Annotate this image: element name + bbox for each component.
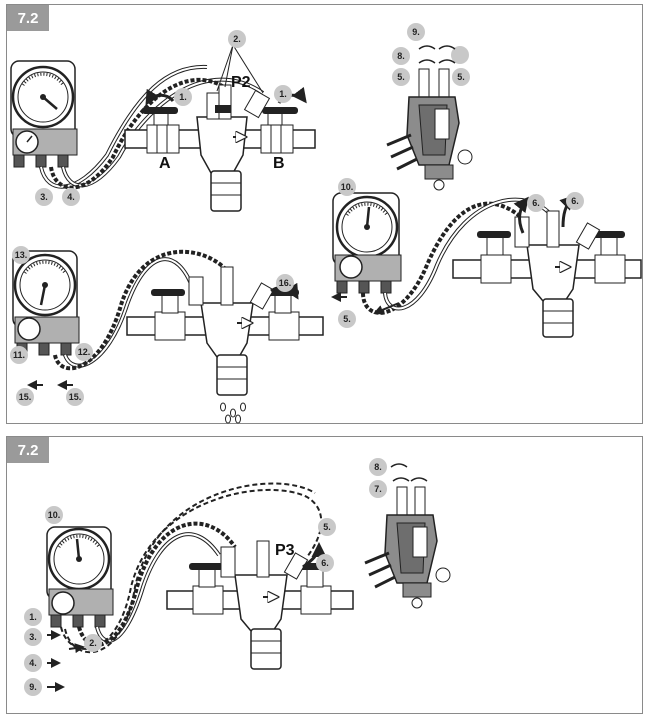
- step-badge-5-left: 5.: [392, 68, 410, 86]
- instruction-panel-top: 7.2: [6, 4, 643, 424]
- instruction-panel-bottom: 7.2: [6, 436, 643, 714]
- svg-text:3.: 3.: [29, 632, 37, 642]
- step-badge-15-left: 15.: [16, 388, 34, 406]
- svg-text:10.: 10.: [341, 182, 354, 192]
- svg-text:5.: 5.: [397, 72, 405, 82]
- step-badge-2: 2.: [84, 634, 102, 652]
- svg-text:9.: 9.: [29, 682, 37, 692]
- step-badge-16: 16.: [276, 274, 294, 292]
- step-badge-4: 4.: [62, 188, 80, 206]
- section-tag: 7.2: [7, 437, 49, 463]
- figure-vent-gauge: 10. 6. 6. 5.: [331, 178, 642, 338]
- y-strainer: [196, 84, 271, 212]
- svg-text:10.: 10.: [48, 510, 61, 520]
- step-badge-8: 8.: [369, 458, 387, 476]
- figure-valve-detail-bottom: 8. 7.: [364, 458, 451, 609]
- differential-pressure-gauge-2: [332, 192, 402, 294]
- water-drops: [220, 402, 246, 424]
- step-badge-7: 7.: [369, 480, 387, 498]
- ball-valve-a: [142, 107, 180, 154]
- step-badge-15-right: 15.: [66, 388, 84, 406]
- step-badge-8: 8.: [392, 47, 410, 65]
- diagram-bottom: P3 10. 5. 6. 1. 3. 2. 4. 9. 8. 7.: [24, 458, 451, 696]
- svg-text:8.: 8.: [374, 462, 382, 472]
- differential-pressure-gauge-4: [46, 526, 114, 628]
- step-badge-1: 1.: [24, 608, 42, 626]
- svg-text:2.: 2.: [89, 638, 97, 648]
- svg-text:2.: 2.: [233, 34, 241, 44]
- step-badge-6: 6.: [316, 554, 334, 572]
- step-badge-10: 10.: [338, 178, 356, 196]
- step-badge-5: 5.: [338, 310, 356, 328]
- figure-valve-detail-top: 9. 8. 5. 5.: [386, 23, 473, 191]
- diagram-top: A B P2 1. 1. 2. 3. 4. 9. 8. 5. 5.: [10, 23, 642, 424]
- step-badge-1-left: 1.: [174, 88, 192, 106]
- step-badge-4: 4.: [24, 654, 42, 672]
- svg-text:1.: 1.: [179, 92, 187, 102]
- step-badge-2: 2.: [228, 30, 246, 48]
- valve-label-a: A: [159, 155, 171, 172]
- figure-drain: 13. 16. 11. 12. 15. 15.: [10, 246, 324, 424]
- step-badge-10: 10.: [45, 506, 63, 524]
- ball-valve-b: [260, 107, 298, 154]
- svg-text:11.: 11.: [13, 350, 25, 360]
- svg-text:6.: 6.: [532, 198, 540, 208]
- step-badge-6-left: 6.: [527, 194, 545, 212]
- svg-text:12.: 12.: [78, 347, 91, 357]
- svg-text:4.: 4.: [29, 658, 37, 668]
- step-badge-5-right: 5.: [452, 68, 470, 86]
- section-tag: 7.2: [7, 5, 49, 31]
- svg-text:7.: 7.: [374, 484, 382, 494]
- svg-text:9.: 9.: [412, 27, 420, 37]
- step-badge-11: 11.: [10, 346, 28, 364]
- differential-pressure-gauge: [10, 60, 78, 168]
- valve-assembly-grey: [386, 68, 473, 191]
- svg-text:8.: 8.: [397, 51, 405, 61]
- step-badge-3: 3.: [35, 188, 53, 206]
- figure-gauge-connect: A B P2 1. 1. 2. 3. 4.: [10, 30, 316, 212]
- svg-text:15.: 15.: [19, 392, 32, 402]
- svg-text:5.: 5.: [343, 314, 351, 324]
- svg-text:4.: 4.: [67, 192, 75, 202]
- svg-text:6.: 6.: [571, 196, 579, 206]
- port-label-p2: P2: [231, 74, 251, 91]
- svg-text:1.: 1.: [279, 89, 287, 99]
- valve-label-b: B: [273, 155, 285, 172]
- differential-pressure-gauge-3: [12, 250, 80, 356]
- step-badge-12: 12.: [75, 343, 93, 361]
- step-badge-13: 13.: [12, 246, 30, 264]
- svg-text:5.: 5.: [323, 522, 331, 532]
- port-label-p3: P3: [275, 542, 295, 559]
- figure-p3-connect: P3 10. 5. 6. 1. 3. 2. 4. 9.: [24, 482, 354, 696]
- svg-text:16.: 16.: [279, 278, 292, 288]
- step-badge-9: 9.: [24, 678, 42, 696]
- step-badge-9: 9.: [407, 23, 425, 41]
- step-badge-5: 5.: [318, 518, 336, 536]
- step-badge-1-right: 1.: [274, 85, 292, 103]
- svg-text:1.: 1.: [29, 612, 37, 622]
- blank-badge: [451, 46, 469, 64]
- svg-text:13.: 13.: [15, 250, 28, 260]
- svg-text:5.: 5.: [457, 72, 465, 82]
- svg-text:15.: 15.: [69, 392, 82, 402]
- svg-text:6.: 6.: [321, 558, 329, 568]
- svg-text:3.: 3.: [40, 192, 48, 202]
- valve-assembly-grey-2: [364, 486, 451, 609]
- step-badge-3: 3.: [24, 628, 42, 646]
- step-badge-6-right: 6.: [566, 192, 584, 210]
